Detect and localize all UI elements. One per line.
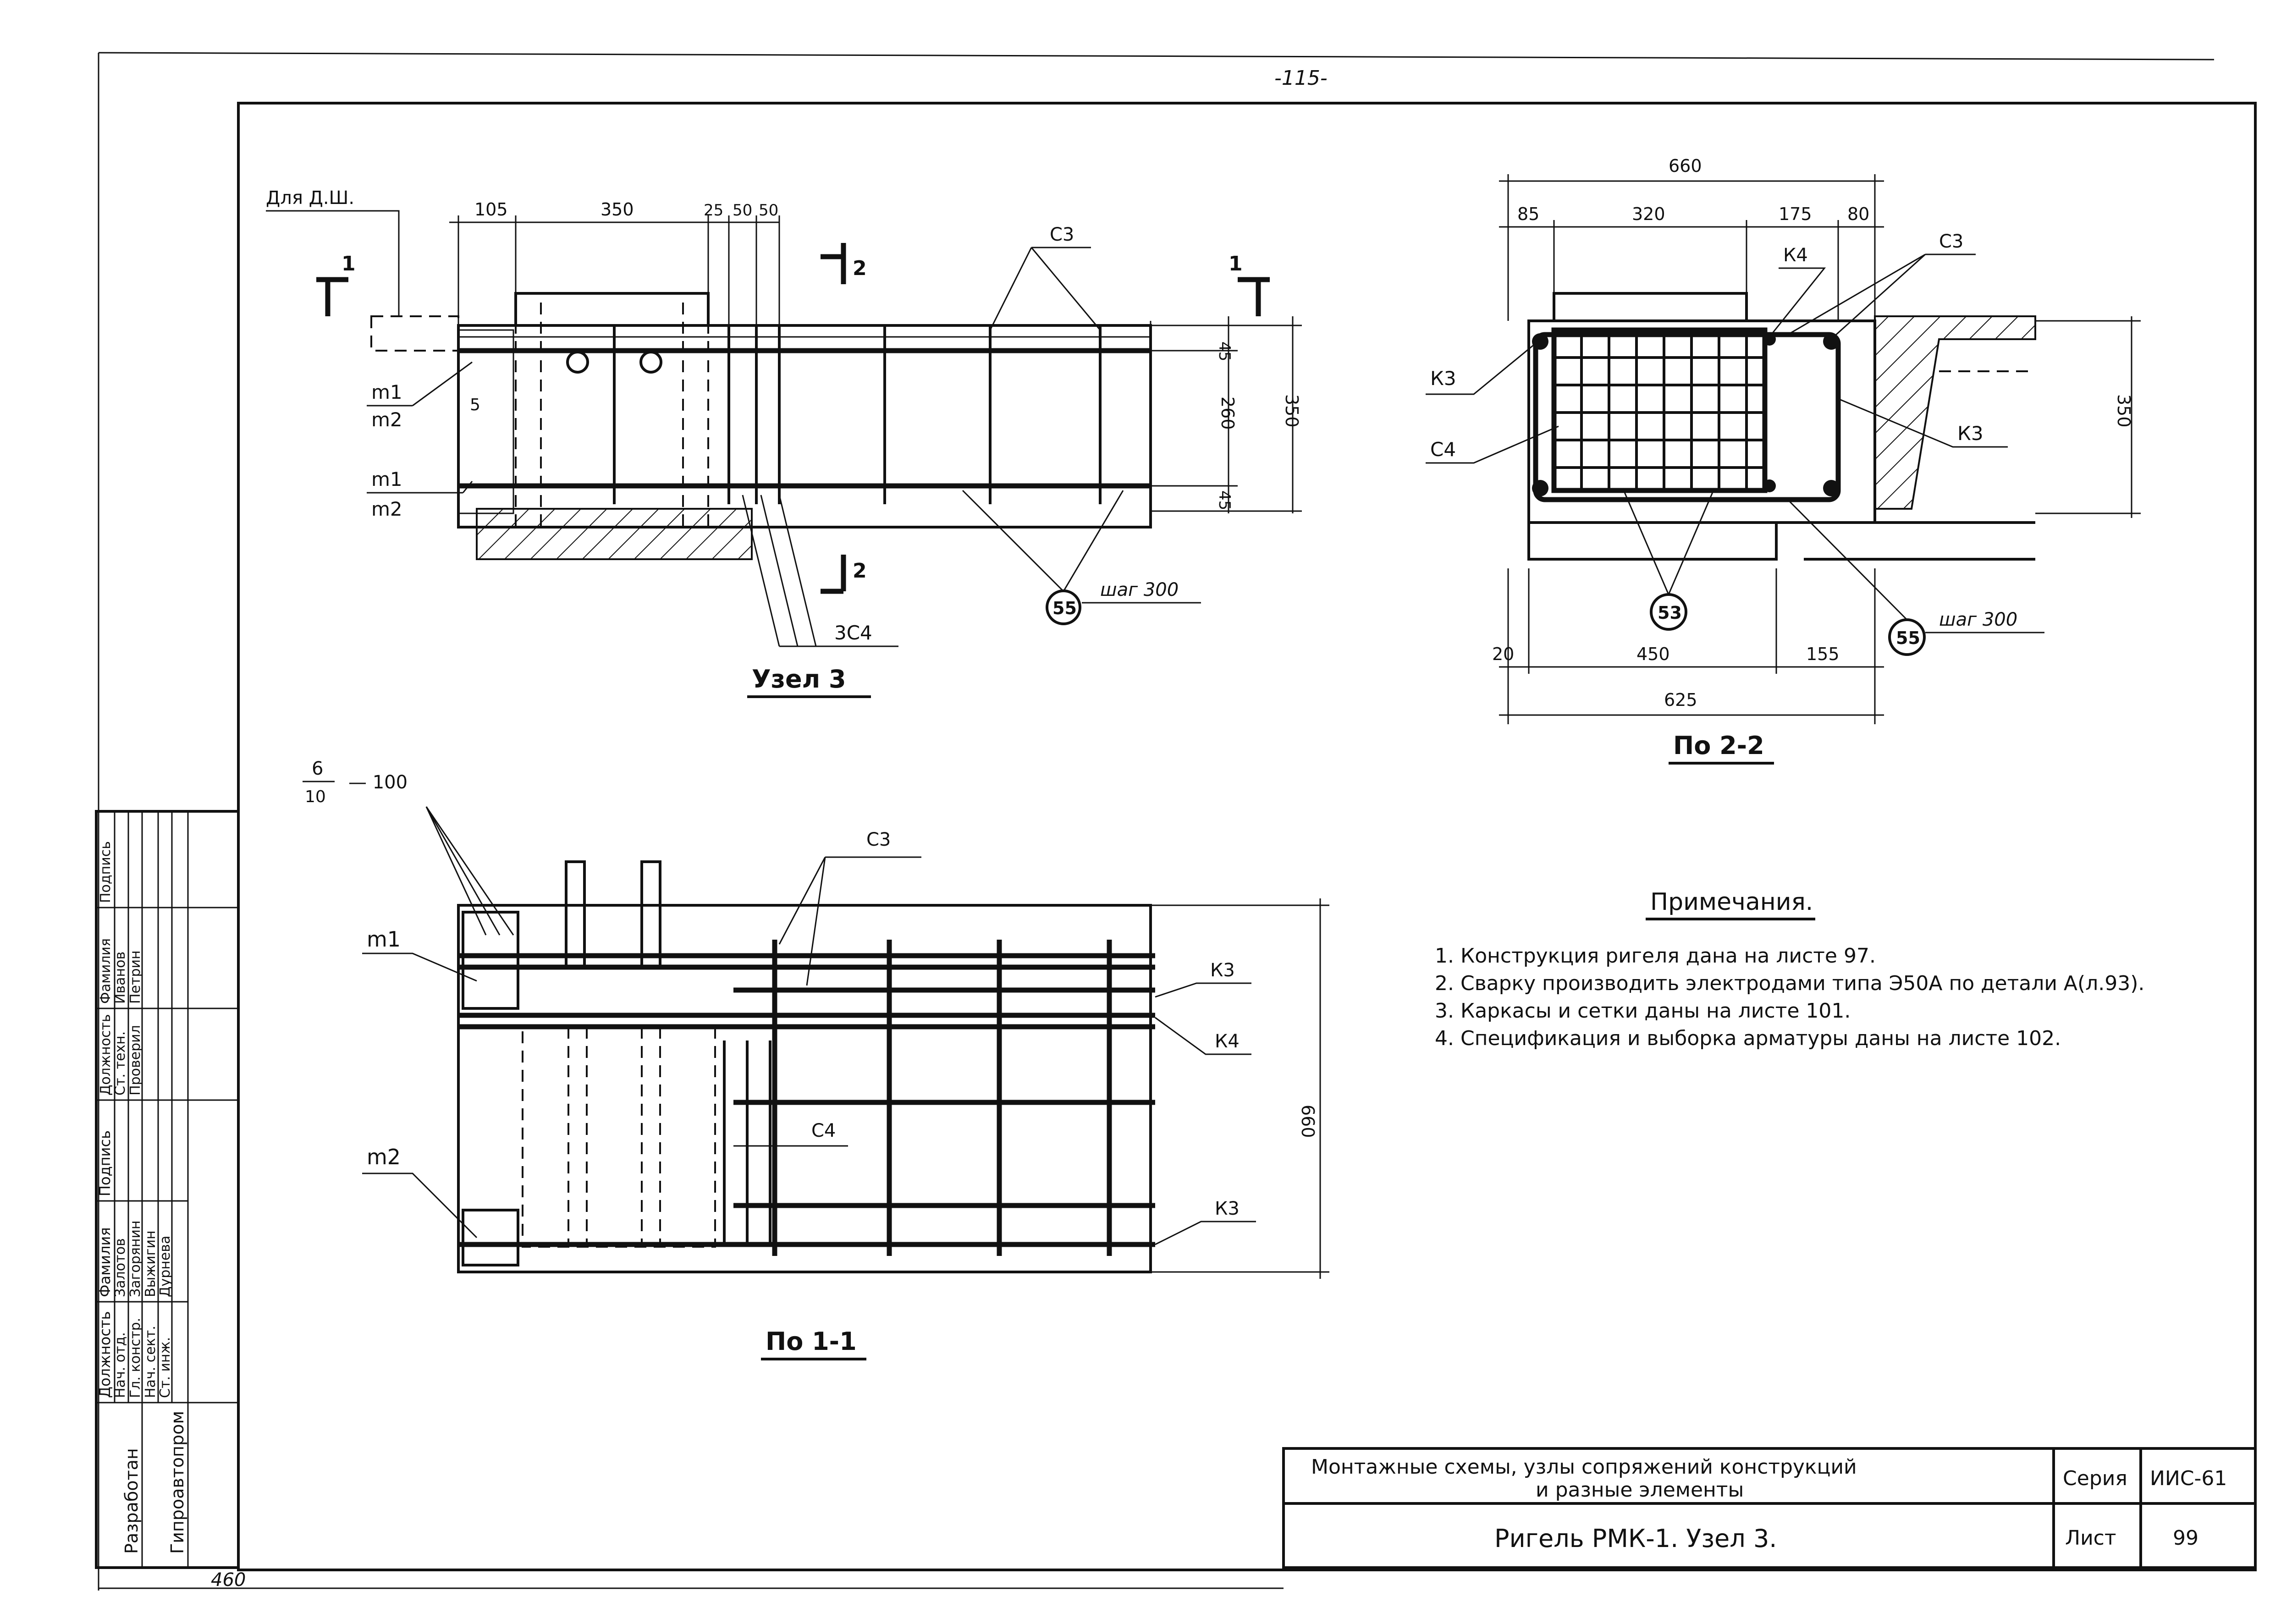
section22-label-k4: К4 [1783,245,1808,266]
uzel3-dim-25: 25 [704,201,723,220]
stamp-row4-name: Дурнева [157,1236,173,1297]
uzel3-dim-260: 260 [1218,396,1238,430]
section11-label-m2: m2 [367,1145,401,1169]
uzel3-dim-105: 105 [474,199,508,220]
uzel3-view: 105 350 25 50 50 45 260 45 350 1 1 2 2 Д… [266,187,1302,698]
bottom-number: 460 [211,1569,246,1591]
section11-label-c4: С4 [811,1120,836,1141]
section11-label-k4: К4 [1215,1031,1240,1052]
section11-frac-value: — 100 [348,772,408,793]
section11-view: 660 6 10 — 100 С3 m1 m2 К3 К4 С4 К3 По 1… [303,758,1329,1360]
uzel3-section-2-top: 2 [853,257,867,280]
uzel3-label-m1-top: m1 [371,381,402,403]
section22-dim-85: 85 [1517,204,1539,224]
section22-label-k3-right: К3 [1957,422,1983,445]
uzel3-dim-50a: 50 [733,201,752,220]
notes-item-4: 4. Спецификация и выборка арматуры даны … [1435,1027,2061,1050]
uzel3-label-m2-top: m2 [371,408,402,431]
stamp-row3-position: Нач. сект. [143,1326,159,1398]
stamp-row1-name: Залотов [112,1238,128,1297]
section22-dim-175: 175 [1779,204,1812,224]
title-list-label: Лист [2065,1526,2116,1550]
section22-dim-660: 660 [1669,156,1702,176]
uzel3-dim-45-top: 45 [1215,341,1234,361]
page-number: -115- [1274,66,1328,90]
stamp2-row1-name: Иванов [112,952,128,1004]
stamp-row2-position: Гл. констр. [127,1318,143,1398]
stamp-header-position: Должность [96,1311,114,1398]
stamp-org-left: Разработан [121,1448,142,1554]
uzel3-label-5: 5 [470,396,480,414]
section22-title: По 2-2 [1673,731,1764,760]
title-seria-value: ИИС-61 [2150,1467,2227,1490]
stamp2-header-name: Фамилия [98,938,114,1004]
title-line1: Монтажные схемы, узлы сопряжений констру… [1311,1455,1857,1479]
title-block: Монтажные схемы, узлы сопряжений констру… [1282,1447,2257,1569]
sheet-outer-lines [98,52,2215,1591]
section22-dim-350: 350 [2114,394,2134,428]
section22-dim-80: 80 [1847,204,1869,224]
section22-dim-20: 20 [1492,644,1514,664]
notes-item-1: 1. Конструкция ригеля дана на листе 97. [1435,944,1876,968]
section22-callout-55: 55 [1896,628,1920,648]
stamp2-header-position: Должность [98,1014,114,1096]
uzel3-stirrups [613,325,1102,504]
stamp-header-sign: Подпись [96,1130,114,1196]
uzel3-dim-350: 350 [601,199,634,220]
notes-title: Примечания. [1650,888,1813,916]
stamp-row2-name: Загорянин [127,1220,143,1297]
section22-shag: шаг 300 [1939,609,2017,630]
title-line2: и разные элементы [1536,1478,1744,1502]
section11-title: По 1-1 [766,1327,857,1356]
uzel3-shag: шаг 300 [1100,579,1179,600]
section22-dim-625: 625 [1664,690,1697,710]
uzel3-section-1-right: 1 [1229,252,1243,275]
uzel3-dim-45-bot: 45 [1215,490,1234,510]
section22-mesh [1551,327,1768,493]
uzel3-label-dsh: Для Д.Ш. [266,187,354,209]
uzel3-section-1-left: 1 [342,252,356,275]
notes-item-3: 3. Каркасы и сетки даны на листе 101. [1435,999,1851,1023]
section22-dim-155: 155 [1806,644,1840,664]
section22-label-c3: С3 [1939,231,1963,252]
uzel3-label-3c4: 3С4 [834,622,872,644]
stamp-row4-position: Ст. инж. [157,1337,173,1398]
section22-label-k3-left: К3 [1430,367,1456,390]
stamp2-row2-name: Петрин [127,950,143,1004]
uzel3-title: Узел 3 [752,665,846,694]
section22-callout-53: 53 [1658,603,1682,623]
uzel3-section-2-bottom: 2 [853,559,867,583]
title-seria-label: Серия [2063,1467,2127,1490]
section11-label-k3-top: К3 [1210,960,1235,981]
title-subtitle: Ригель РМК-1. Узел 3. [1494,1524,1777,1553]
notes-item-2: 2. Сварку производить электродами типа Э… [1435,972,2144,995]
section11-label-k3-bottom: К3 [1215,1198,1240,1219]
stamp2-row2-position: Проверил [127,1025,143,1096]
section22-view: 660 85 320 175 80 350 20 450 155 625 К3 … [1426,156,2141,765]
stamp-header-name: Фамилия [96,1227,114,1297]
uzel3-label-c3: С3 [1050,224,1074,245]
section11-frac-top: 6 [312,758,323,779]
stamp-row1-position: Нач. отд. [112,1332,128,1398]
stamp-org-right: Гипроавтопром [167,1411,187,1554]
uzel3-callout-55: 55 [1052,598,1077,618]
title-list-value: 99 [2173,1526,2198,1550]
stamp2-header-sign: Подпись [98,841,114,903]
uzel3-label-m1-bot: m1 [371,468,402,490]
section22-label-c4: С4 [1430,438,1456,461]
uzel3-dim-50b: 50 [759,201,778,220]
uzel3-dim-350-right: 350 [1282,394,1302,428]
section22-dim-450: 450 [1636,644,1670,664]
section22-dim-320: 320 [1632,204,1665,224]
stamp-row3-name: Выжигин [143,1230,159,1297]
notes: Примечания. 1. Конструкция ригеля дана н… [1435,888,2144,1050]
section11-label-c3: С3 [866,829,891,850]
uzel3-label-m2-bot: m2 [371,498,402,520]
section11-frac-bottom: 10 [305,787,326,806]
section11-label-m1: m1 [367,927,401,952]
section11-dim-660: 660 [1298,1105,1318,1138]
stamp: Разработан Гипроавтопром Должность Фамил… [95,810,240,1569]
stamp2-row1-position: Ст. техн. [112,1031,128,1096]
